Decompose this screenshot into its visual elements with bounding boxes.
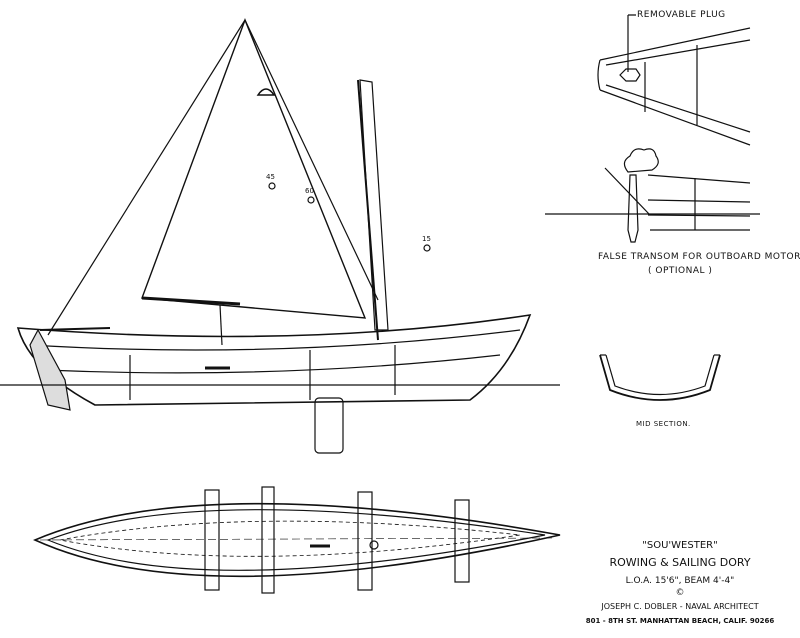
- copyright-mark: ©: [675, 588, 685, 598]
- architect-name: Joseph C. Dobler - Naval Architect: [601, 602, 759, 611]
- boat-type: Rowing & Sailing Dory: [609, 556, 751, 569]
- false-transom-label: False Transom for Outboard Motor: [598, 252, 800, 262]
- boat-name: "Sou'Wester": [642, 540, 718, 551]
- removable-plug-label: Removable Plug: [637, 10, 726, 20]
- bow-plan-detail: [597, 14, 751, 146]
- architect-address: 801 - 8th St. Manhattan Beach, Calif. 90…: [585, 617, 775, 625]
- hull-profile: [0, 314, 560, 454]
- sail-profile: [47, 18, 389, 346]
- mid-section-detail: [599, 354, 721, 401]
- boat-dimensions: L.O.A. 15'6", Beam 4'-4": [625, 576, 735, 586]
- mid-section-label: Mid Section.: [636, 420, 691, 428]
- optional-label: ( Optional ): [648, 266, 713, 276]
- sail-mark-label: 60: [305, 187, 314, 195]
- sail-marks: [268, 182, 431, 252]
- hull-plan-view: [33, 486, 561, 594]
- sail-mark-label: 15: [422, 235, 431, 243]
- false-transom-detail: [545, 148, 760, 243]
- sail-mark-label: 45: [266, 173, 275, 181]
